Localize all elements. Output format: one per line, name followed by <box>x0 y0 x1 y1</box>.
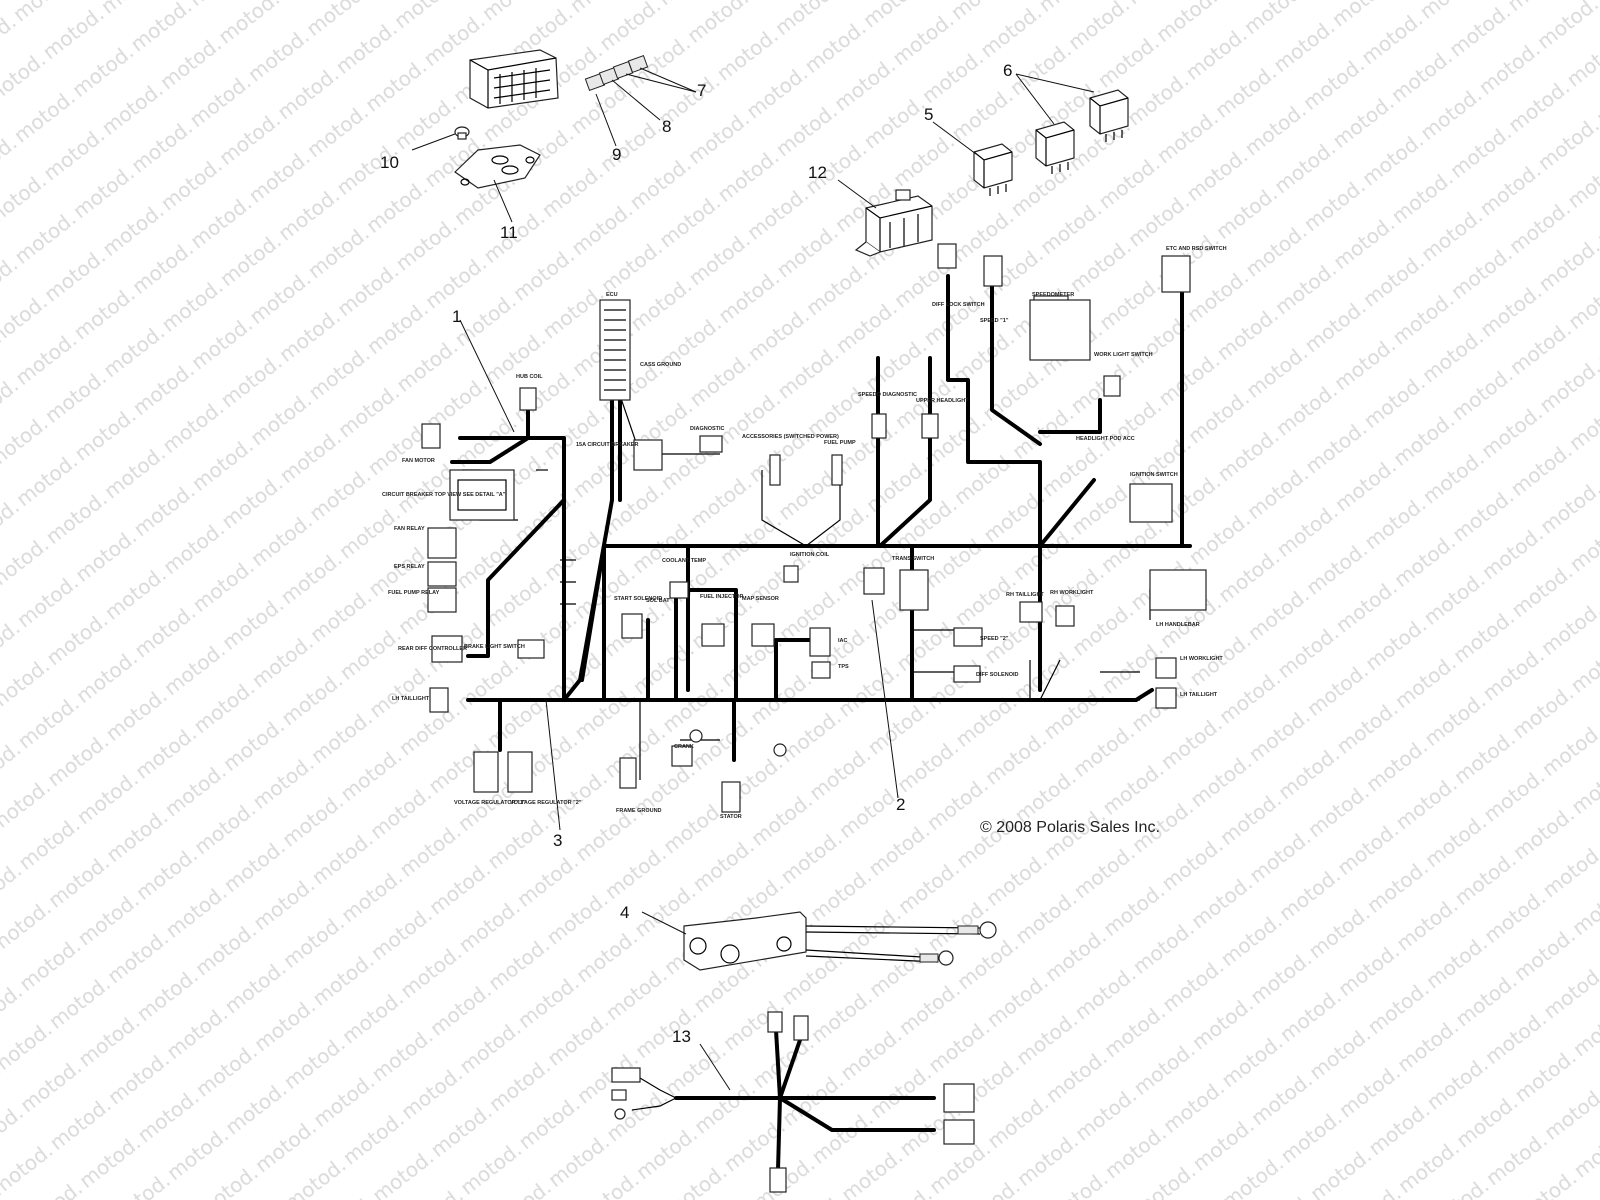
tps-label: TPS <box>838 664 849 670</box>
relay-5-part <box>973 143 1013 196</box>
callout-8: 8 <box>662 117 671 136</box>
voltage-regulator-2-label: VOLTAGE REGULATOR "2" <box>510 800 582 806</box>
lh-handlebar-label: LH HANDLEBAR <box>1156 622 1200 628</box>
stator-label: STATOR <box>720 814 742 820</box>
ground-cable-part <box>683 911 997 971</box>
diff-lock-switch-label: DIFF LOCK SWITCH <box>932 302 985 308</box>
fuses-part <box>584 54 649 92</box>
ignition-switch-label: IGNITION SWITCH <box>1130 472 1178 478</box>
callout-3: 3 <box>553 831 562 850</box>
crank-label: CRANK <box>674 744 694 750</box>
coolant-temp-label: COOLANT TEMP <box>662 558 706 564</box>
screw-part <box>454 126 470 140</box>
diff-solenoid-label: DIFF SOLENOID <box>976 672 1019 678</box>
ignition-coil-label: IGNITION COIL <box>790 552 830 558</box>
circuit-breaker-label: 15A CIRCUIT BREAKER <box>576 442 638 448</box>
eps-relay-label: EPS RELAY <box>394 564 425 570</box>
accessories-label: ACCESSORIES (SWITCHED POWER) <box>742 434 839 440</box>
brake-light-switch-label: BRAKE LIGHT SWITCH <box>464 644 525 650</box>
relay-6a-part <box>1035 121 1075 174</box>
work-light-switch-label: WORK LIGHT SWITCH <box>1094 352 1153 358</box>
callout-11: 11 <box>500 223 518 242</box>
voltage-regulator-1-label: VOLTAGE REGULATOR "1" <box>454 800 526 806</box>
callout-9: 9 <box>612 145 621 164</box>
ecu-label: ECU <box>606 292 618 298</box>
lh-taillight-label: LH TAILLIGHT <box>1180 692 1218 698</box>
fuel-pump-relay-label: FUEL PUMP RELAY <box>388 590 440 596</box>
trans-switch-label: TRANS SWITCH <box>892 556 934 562</box>
sol-bat-label: SOL BAT <box>646 598 670 604</box>
speed2-label: SPEED "2" <box>980 636 1009 642</box>
ecu-connector: ECU <box>599 292 631 401</box>
etc-rsd-switch-label: ETC AND RSD SWITCH <box>1166 246 1227 252</box>
callout-10: 10 <box>380 153 399 172</box>
main-harness <box>450 274 1192 762</box>
fuel-pump-label: FUEL PUMP <box>824 440 856 446</box>
frame-ground-label: FRAME GROUND <box>616 808 662 814</box>
callouts: 1 2 3 4 5 6 7 8 9 10 11 12 13 <box>380 61 1012 1046</box>
hub-coil-label: HUB COIL <box>516 374 543 380</box>
chassis-ground-label: CASS GROUND <box>640 362 681 368</box>
callout-7: 7 <box>697 81 706 100</box>
fan-relay-label: FAN RELAY <box>394 526 425 532</box>
map-sensor-label: MAP SENSOR <box>742 596 779 602</box>
connectors <box>421 243 1207 813</box>
callout-2: 2 <box>896 795 905 814</box>
iac-label: IAC <box>838 638 848 644</box>
speedo-diagnostic-label: SPEEDO DIAGNOSTIC <box>858 392 917 398</box>
start-solenoid-label: START SOLENOID <box>614 596 662 602</box>
bracket-part <box>454 144 541 189</box>
callout-13: 13 <box>672 1027 691 1046</box>
fuel-injector-label: FUEL INJECTOR <box>700 594 744 600</box>
rear-diff-controller-label: REAR DIFF CONTROLLER <box>398 646 467 652</box>
lh-worklight-label: LH WORKLIGHT <box>1180 656 1223 662</box>
lh-taillight-left-label: LH TAILLIGHT <box>392 696 430 702</box>
callout-5: 5 <box>924 105 933 124</box>
fan-motor-label: FAN MOTOR <box>402 458 435 464</box>
callout-6: 6 <box>1003 61 1012 80</box>
headlight-pod-label: HEADLIGHT POD ACC <box>1076 436 1135 442</box>
main-leaders <box>459 319 899 935</box>
speedometer-label: SPEEDOMETER <box>1032 292 1074 298</box>
copyright-text: © 2008 Polaris Sales Inc. <box>980 819 1160 836</box>
top-leaders <box>411 67 1095 223</box>
diagnostic-label: DIAGNOSTIC <box>690 426 725 432</box>
rh-taillight-label: RH TAILLIGHT <box>1006 592 1044 598</box>
callout-4: 4 <box>620 903 629 922</box>
speed-label: SPEED "1" <box>980 318 1009 324</box>
module-12-part <box>854 189 933 257</box>
sub-harness-part <box>611 1011 975 1193</box>
circuit-breaker-view-label: CIRCUIT BREAKER TOP VIEW SEE DETAIL "A" <box>382 492 506 498</box>
rh-worklight-label: RH WORKLIGHT <box>1050 590 1094 596</box>
callout-1: 1 <box>452 307 461 326</box>
callout-12: 12 <box>808 163 827 182</box>
upper-headlight-label: UPPER HEADLIGHT <box>916 398 969 404</box>
component-labels: HUB COIL FAN MOTOR CIRCUIT BREAKER TOP V… <box>382 246 1227 820</box>
fuse-box-part <box>469 49 559 109</box>
relay-6b-part <box>1089 89 1129 142</box>
